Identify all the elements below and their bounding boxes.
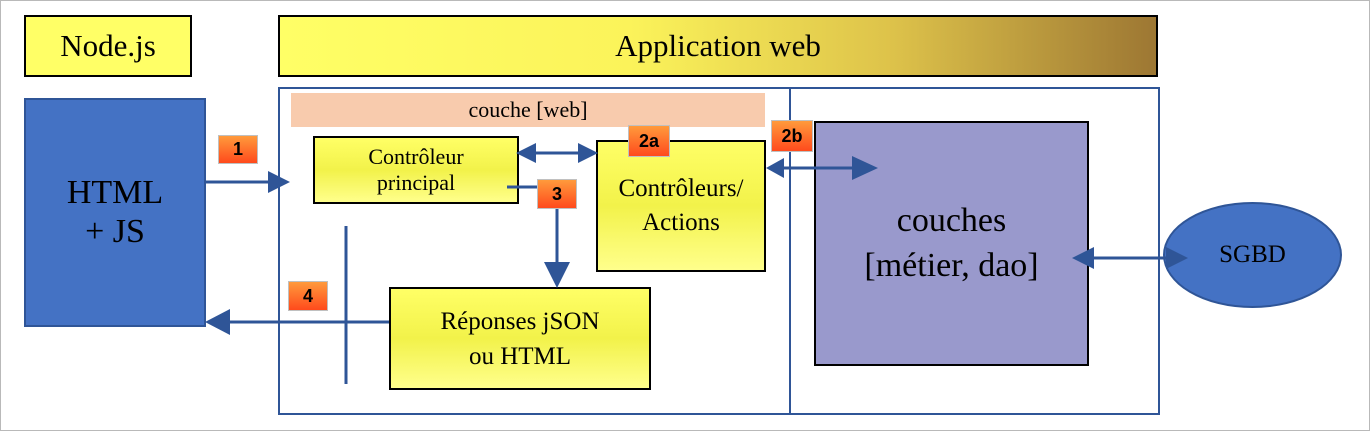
step-2b-label: 2b [781, 125, 803, 146]
main-controller-line-2: principal [376, 170, 456, 195]
exchange-arrowhead-left [516, 143, 536, 163]
db-arrowhead-right [1166, 247, 1188, 269]
main-controller-box: Contrôleur principal [313, 136, 519, 204]
nodejs-title: Node.js [60, 28, 156, 63]
layers-line-2: [métier, dao] [864, 246, 1039, 284]
step-4-badge: 4 [288, 281, 328, 311]
web-layer-bar: couche [web] [291, 93, 765, 127]
main-controller-line-1: Contrôleur [368, 143, 464, 169]
web-app-container [278, 87, 1160, 415]
step-2b-badge: 2b [771, 120, 813, 152]
step3-arrowhead [544, 262, 570, 288]
client-line-1: HTML [66, 174, 164, 212]
step-4-label: 4 [302, 285, 313, 306]
db-arrowhead-left [1072, 247, 1094, 269]
database-ellipse: SGBD [1163, 202, 1342, 308]
controllers-actions-line-2: Actions [642, 209, 720, 236]
app-web-header: Application web [278, 15, 1158, 77]
step-3-label: 3 [551, 183, 562, 204]
step-2a-label: 2a [638, 130, 660, 151]
controllers-actions-line-1: Contrôleurs/ [618, 175, 744, 203]
database-label: SGBD [1219, 241, 1286, 268]
layers-line-1: couches [896, 202, 1007, 240]
step-1-label: 1 [232, 139, 243, 159]
nodejs-header: Node.js [24, 15, 192, 77]
exchange-arrowhead-right [578, 143, 598, 163]
layer-divider [789, 87, 791, 415]
responses-line-2: ou HTML [468, 342, 572, 370]
app-web-title: Application web [615, 28, 821, 63]
controllers-actions-box: Contrôleurs/ Actions [596, 140, 766, 272]
layers-arrowhead-right [852, 156, 878, 180]
web-layer-label: couche [web] [468, 97, 588, 122]
step-2a-badge: 2a [628, 125, 670, 157]
client-line-2: + JS [85, 212, 145, 250]
step-3-badge: 3 [537, 179, 577, 209]
client-box: HTML + JS [24, 98, 206, 327]
responses-box: Réponses jSON ou HTML [389, 287, 651, 390]
request-arrowhead [268, 171, 290, 193]
step-1-badge: 1 [218, 135, 258, 164]
responses-line-1: Réponses jSON [440, 307, 600, 335]
layers-arrowhead-left [766, 158, 784, 178]
response-arrowhead [205, 309, 230, 335]
